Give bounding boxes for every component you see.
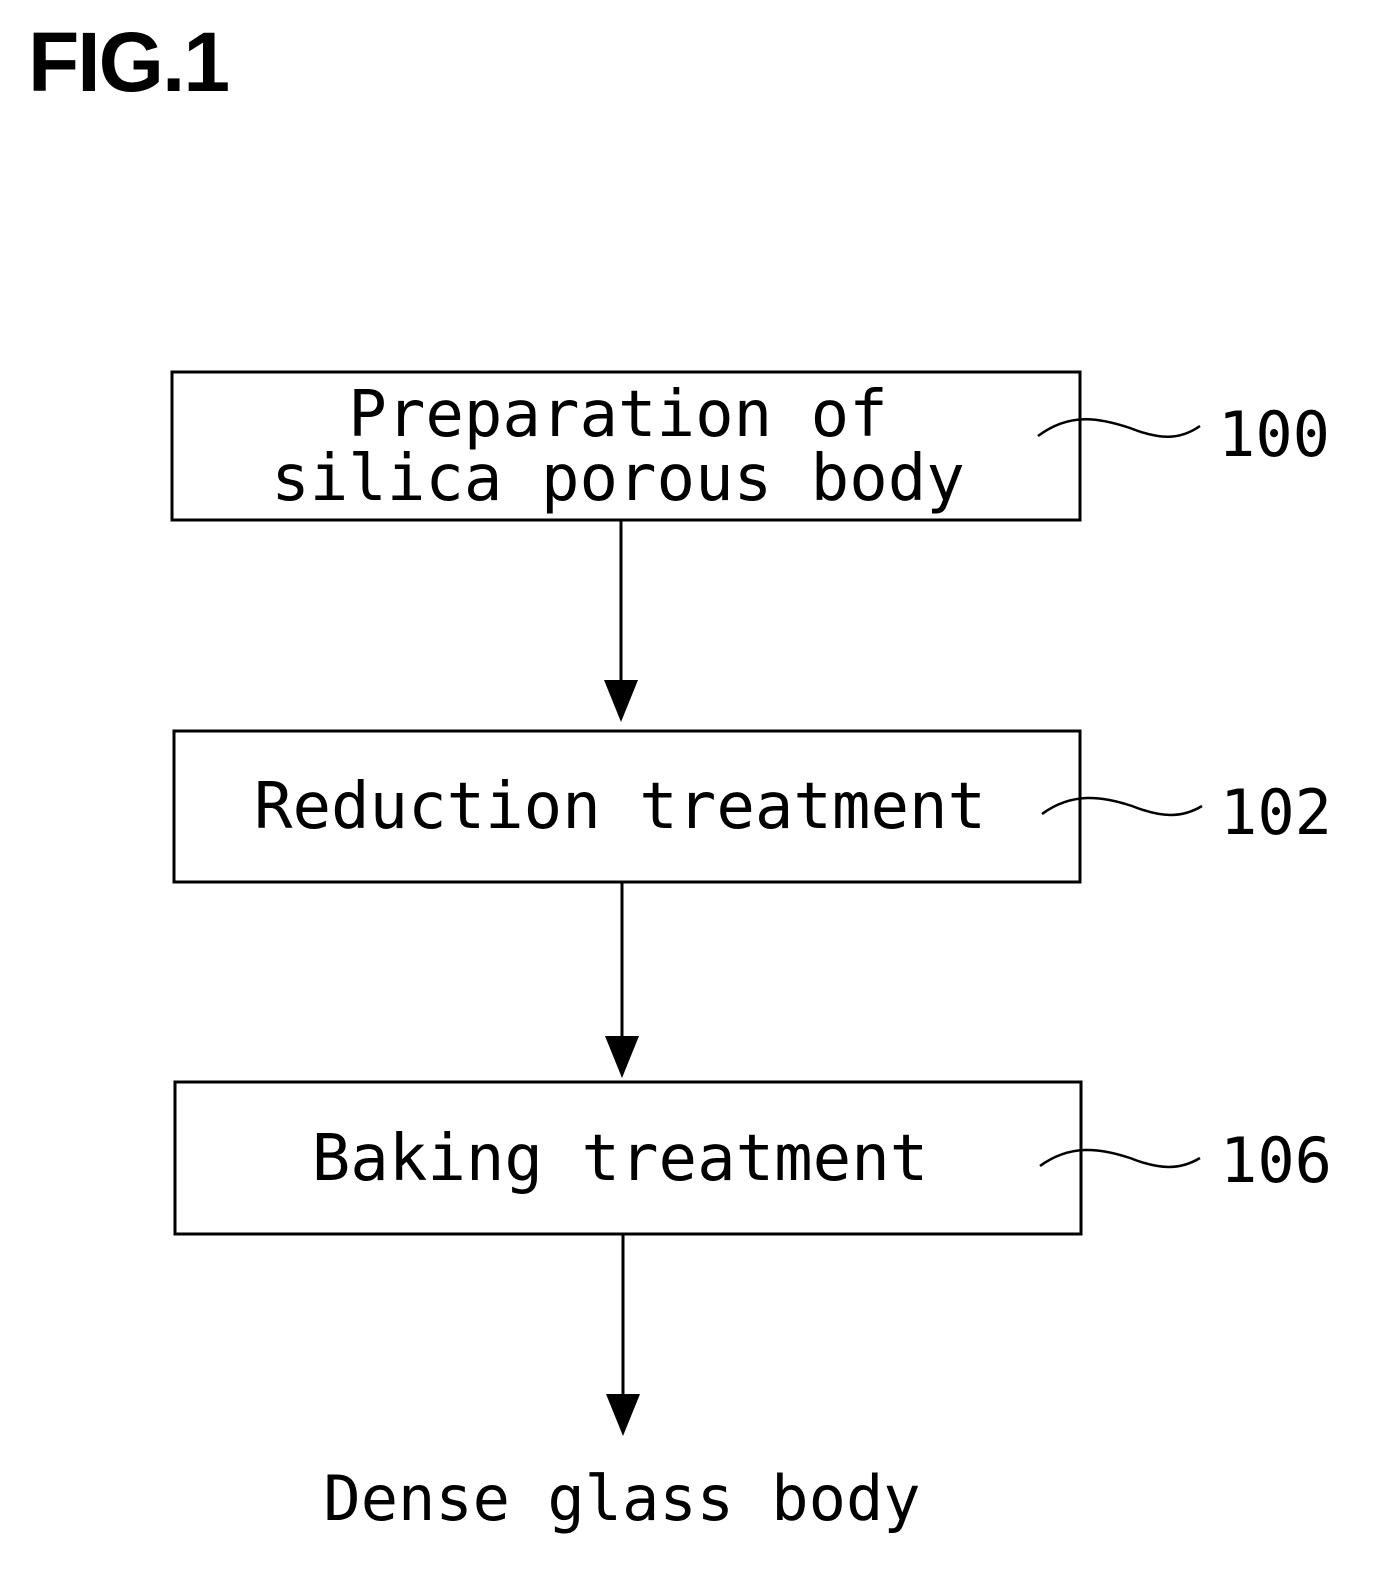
connector-arrow-1 bbox=[604, 520, 638, 722]
step-preparation: Preparation of silica porous body 100 bbox=[172, 372, 1330, 520]
connector-arrow-2 bbox=[605, 882, 639, 1078]
output-label: Dense glass body bbox=[323, 1462, 920, 1535]
step-reduction: Reduction treatment 102 bbox=[174, 731, 1332, 882]
arrowhead-1 bbox=[604, 680, 638, 722]
step-label-baking: Baking treatment bbox=[312, 1122, 929, 1196]
reference-numeral-baking: 106 bbox=[1220, 1124, 1332, 1197]
step-label-reduction: Reduction treatment bbox=[254, 770, 986, 844]
reference-numeral-reduction: 102 bbox=[1220, 776, 1332, 849]
step-label-preparation-line-2: silica porous body bbox=[271, 442, 965, 516]
arrowhead-3 bbox=[606, 1394, 640, 1436]
step-baking: Baking treatment 106 bbox=[175, 1082, 1332, 1234]
step-label-preparation-line-1: Preparation of bbox=[348, 378, 887, 452]
reference-numeral-preparation: 100 bbox=[1218, 398, 1330, 471]
arrowhead-2 bbox=[605, 1036, 639, 1078]
connector-arrow-3 bbox=[606, 1234, 640, 1436]
